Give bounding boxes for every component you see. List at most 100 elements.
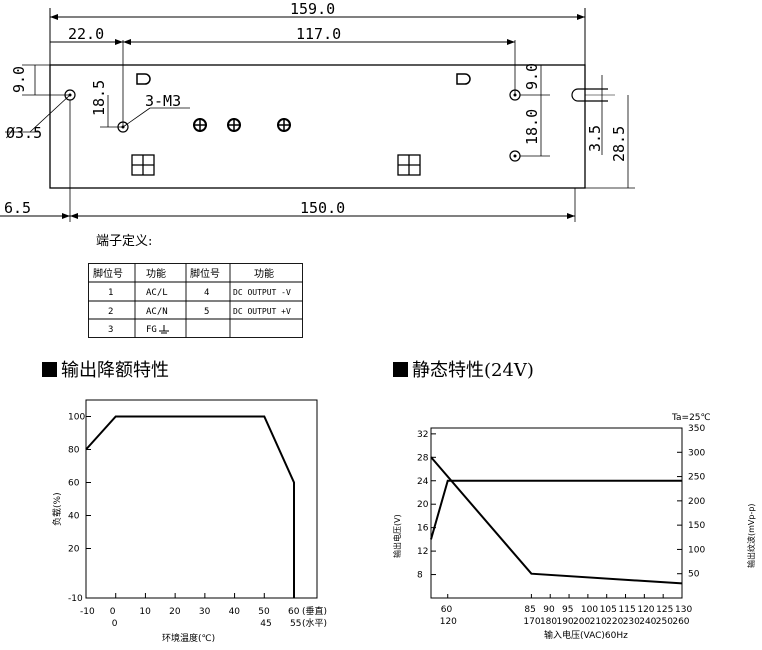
x-tick-label: 60 bbox=[288, 607, 300, 617]
dim-slot-height: 28.5 bbox=[610, 126, 628, 162]
y-tick-label: 100 bbox=[68, 413, 85, 423]
dim-overall-width: 159.0 bbox=[290, 0, 335, 18]
dim-top-offset-left: 9.0 bbox=[10, 66, 28, 93]
table-cell: 1 bbox=[108, 288, 113, 298]
screw-label: 3-M3 bbox=[145, 92, 181, 110]
table-cell: 5 bbox=[204, 307, 209, 317]
ground-icon bbox=[159, 325, 169, 334]
dim-bottom-left: 6.5 bbox=[4, 199, 31, 217]
x-tick-label-bottom: 220 bbox=[606, 617, 623, 627]
terminal-screws bbox=[193, 118, 291, 132]
derating-title: 输出降额特性 bbox=[42, 356, 169, 382]
left-tick-label: 32 bbox=[417, 430, 428, 440]
static-ylabel-left: 输出电压(V) bbox=[392, 514, 402, 558]
table-cell: DC OUTPUT -V bbox=[233, 288, 291, 297]
x-tick-label: 100 bbox=[581, 605, 598, 615]
x-tick-label-bottom: 120 bbox=[440, 617, 457, 627]
x-tick-label: 30 bbox=[199, 607, 211, 617]
static-ta: Ta=25℃ bbox=[671, 413, 711, 423]
left-tick-label: 12 bbox=[417, 547, 428, 557]
right-tick-label: 200 bbox=[688, 497, 705, 507]
dim-bottom-span: 150.0 bbox=[300, 199, 345, 217]
dim-top-offset-right: 9.0 bbox=[523, 63, 541, 90]
y-tick-label: 40 bbox=[68, 512, 80, 522]
y-tick-label: -10 bbox=[68, 594, 83, 604]
mounting-slot bbox=[571, 88, 608, 102]
vent-slots bbox=[131, 154, 421, 176]
dim-slot-width: 3.5 bbox=[586, 125, 604, 152]
x-tick-label-bottom: 230 bbox=[623, 617, 640, 627]
static-title: 静态特性(24V) bbox=[393, 356, 534, 382]
right-tick-label: 50 bbox=[688, 570, 700, 580]
x-tick-label: 95 bbox=[562, 605, 573, 615]
right-tick-label: 350 bbox=[688, 424, 705, 434]
x-tick-label-bottom: 55 bbox=[290, 619, 301, 629]
table-header: 功能 bbox=[254, 267, 274, 280]
x-tick-label-bottom: 170 bbox=[523, 617, 540, 627]
output-ripple-curve bbox=[430, 456, 683, 585]
x-tick-label-bottom: 180 bbox=[540, 617, 557, 627]
table-cell: FG bbox=[146, 325, 157, 335]
x-tick-label: 90 bbox=[543, 605, 555, 615]
x-tick-label: 120 bbox=[637, 605, 654, 615]
terminal-table: 脚位号 功能 脚位号 功能 1 AC/L 4 DC OUTPUT -V 2 AC… bbox=[88, 263, 303, 338]
derating-xlabel: 环境温度(℃) bbox=[162, 632, 215, 644]
mounting-plate bbox=[49, 64, 586, 189]
x-tick-label: 40 bbox=[229, 607, 241, 617]
table-cell: 4 bbox=[204, 288, 209, 298]
x-tick-label-bottom: 240 bbox=[639, 617, 656, 627]
dim-hole-span: 117.0 bbox=[296, 25, 341, 43]
x-tick-label: 130 bbox=[675, 605, 692, 615]
x-tick-label: -10 bbox=[80, 607, 95, 617]
left-tick-label: 20 bbox=[417, 500, 429, 510]
left-tick-label: 8 bbox=[417, 571, 423, 581]
x-tick-label-bottom: 210 bbox=[590, 617, 607, 627]
output-voltage-curve bbox=[430, 479, 682, 540]
left-tick-label: 16 bbox=[417, 524, 429, 534]
x-tick-label: 115 bbox=[619, 605, 636, 615]
table-header: 功能 bbox=[146, 267, 166, 280]
x-tick-label-bottom: 260 bbox=[672, 617, 689, 627]
x-tick-label: 0 bbox=[110, 607, 116, 617]
y-tick-label: 60 bbox=[68, 479, 80, 489]
x-tick-label: 50 bbox=[258, 607, 270, 617]
x-tick-label-bottom: 190 bbox=[556, 617, 573, 627]
table-cell: AC/L bbox=[146, 288, 168, 298]
left-tick-label: 28 bbox=[417, 453, 429, 463]
derating-curve bbox=[85, 415, 295, 598]
right-tick-label: 300 bbox=[688, 448, 705, 458]
x-tick-label: 60 bbox=[441, 605, 453, 615]
section-square-icon bbox=[42, 361, 57, 377]
right-tick-label: 150 bbox=[688, 521, 705, 531]
dim-hole-drop-left: 18.5 bbox=[90, 80, 108, 116]
mounting-hole bbox=[117, 121, 129, 133]
mechanical-drawing: 159.0 22.0 117.0 9.0 18.5 Ø3.5 3-M3 bbox=[0, 0, 635, 222]
derating-ylabel: 负载(%) bbox=[51, 492, 63, 526]
x-tick-label-bottom: 200 bbox=[573, 617, 590, 627]
right-tick-label: 250 bbox=[688, 473, 705, 483]
x-tick-label-bottom: 250 bbox=[656, 617, 673, 627]
table-header: 脚位号 bbox=[93, 267, 123, 280]
x-tick-label: 125 bbox=[656, 605, 673, 615]
table-cell: DC OUTPUT +V bbox=[233, 307, 291, 316]
right-tick-label: 100 bbox=[688, 545, 705, 555]
section-square-icon bbox=[393, 361, 408, 377]
derating-suffix-bottom: (水平) bbox=[302, 617, 327, 629]
y-tick-label: 20 bbox=[68, 545, 80, 555]
x-tick-label: 105 bbox=[600, 605, 617, 615]
dim-hole-span-right: 18.0 bbox=[523, 109, 541, 145]
static-xlabel: 输入电压(VAC)60Hz bbox=[544, 629, 628, 641]
y-tick-label: 80 bbox=[68, 446, 80, 456]
x-tick-label: 20 bbox=[169, 607, 181, 617]
table-cell: AC/N bbox=[146, 307, 168, 317]
dim-left-offset: 22.0 bbox=[68, 25, 104, 43]
derating-suffix-top: (垂直) bbox=[302, 605, 327, 617]
x-tick-label: 85 bbox=[524, 605, 535, 615]
dim-hole-diameter: Ø3.5 bbox=[6, 124, 42, 142]
table-header: 脚位号 bbox=[190, 267, 220, 280]
terminal-title: 端子定义: bbox=[96, 234, 153, 249]
x-tick-label: 10 bbox=[139, 607, 151, 617]
x-tick-label-bottom: 45 bbox=[260, 619, 271, 629]
